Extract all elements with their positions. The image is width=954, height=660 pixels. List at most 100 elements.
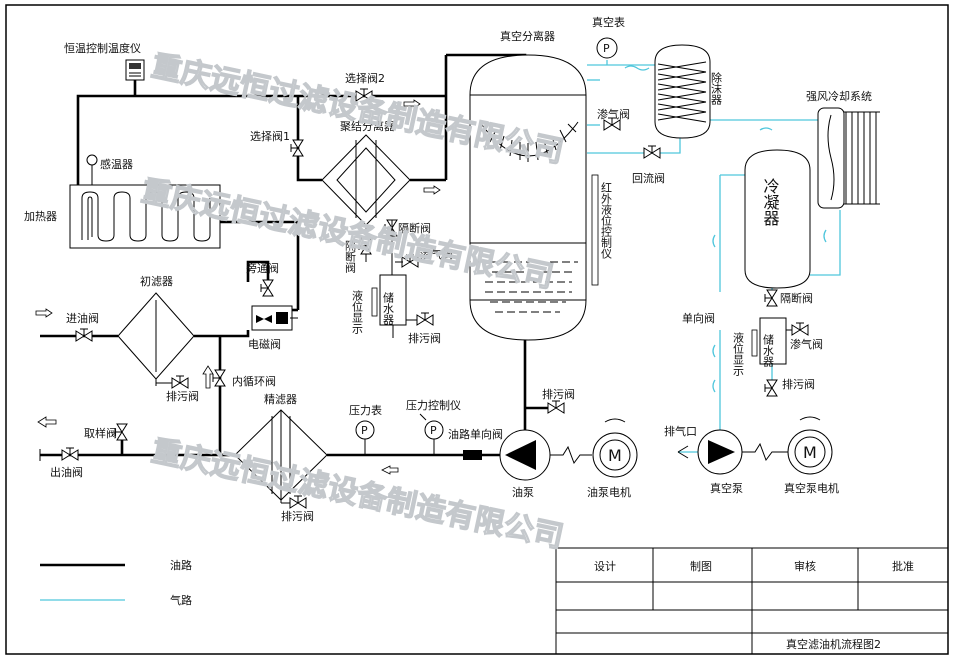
condenser-label: 冷凝器 — [761, 178, 780, 226]
oil-check-valve-label: 油路单向阀 — [448, 427, 503, 441]
drain-valve-pre-icon[interactable] — [171, 375, 189, 389]
isolation-valve-left-label: 隔断阀 — [344, 240, 357, 274]
fine-filter-label: 精滤器 — [264, 393, 297, 406]
title-block-review: 审核 — [794, 559, 816, 573]
oil-lines — [40, 53, 548, 457]
inlet-valve-icon[interactable] — [75, 328, 93, 342]
solenoid-valve-label: 电磁阀 — [248, 337, 281, 351]
oil-pump-motor-symbol: M — [608, 446, 622, 465]
oil-pump-motor-icon: M — [592, 418, 638, 478]
isolation-valve-cond-icon[interactable] — [764, 289, 778, 307]
water-tank-left-label: 储水器 — [382, 291, 395, 326]
thermo-controller-label: 恒温控制温度仪 — [64, 41, 141, 55]
condensing-separator-label: 聚结分离器 — [340, 119, 395, 133]
vacuum-pump-motor-icon: M — [787, 416, 833, 475]
fan-cooling-icon — [817, 107, 880, 209]
vacuum-pump-motor-label: 真空泵电机 — [784, 481, 839, 495]
inlet-valve-label: 进油阀 — [66, 311, 99, 325]
heater-label: 加热器 — [24, 210, 57, 223]
check-valve-label: 单向阀 — [682, 311, 715, 325]
flow-arrow-icon — [423, 185, 441, 195]
select-valve-1-icon[interactable] — [290, 139, 304, 157]
return-valve-label: 回流阀 — [632, 171, 665, 185]
solenoid-valve-icon[interactable] — [251, 305, 298, 331]
drain-valve-cond-icon[interactable] — [764, 379, 778, 397]
isolation-valve-cond-label: 隔断阀 — [780, 291, 813, 305]
circulation-valve-label: 内循环阀 — [232, 374, 276, 388]
drain-valve-tank-label: 排污阀 — [408, 331, 441, 345]
water-tank-left-icon — [371, 274, 407, 338]
title-block-design: 设计 — [594, 560, 616, 573]
gas-lines — [587, 60, 841, 453]
bypass-valve-label: 旁通阀 — [246, 261, 279, 275]
drawing-title: 真空滤油机流程图2 — [786, 637, 881, 651]
level-display-right-label: 液位显示 — [732, 331, 745, 376]
seep-valve-mid-label: 渗气阀 — [420, 247, 453, 261]
oil-pump-label: 油泵 — [512, 485, 534, 499]
select-valve-1-label: 选择阀1 — [250, 129, 290, 143]
temp-sensor-icon — [86, 154, 98, 185]
circulation-valve-icon[interactable] — [212, 369, 226, 387]
circulation-arrow-icon — [202, 365, 214, 389]
return-valve-icon[interactable] — [643, 145, 661, 159]
vacuum-gauge-icon: P — [596, 37, 618, 59]
heater-icon — [69, 184, 221, 249]
vacuum-separator-label: 真空分离器 — [500, 29, 555, 43]
legend-oil-label: 油路 — [170, 558, 192, 572]
drain-valve-pre-label: 排污阀 — [166, 389, 199, 403]
pressure-controller-label: 压力控制仪 — [406, 398, 461, 412]
vacuum-separator-icon — [469, 54, 599, 341]
outlet-arrow-icon — [37, 416, 57, 428]
oil-pump-motor-label: 油泵电机 — [587, 485, 631, 499]
water-tank-right-label: 储水器 — [762, 333, 775, 368]
drain-valve-tank-icon[interactable] — [416, 312, 434, 326]
title-block-drawing: 制图 — [690, 560, 712, 573]
condenser-icon — [744, 149, 811, 289]
ir-level-label: 红外液位控制仪 — [600, 182, 613, 259]
vacuum-gauge-symbol: P — [603, 42, 610, 55]
drain-valve-cond-label: 排污阀 — [782, 377, 815, 391]
legend-gas-label: 气路 — [170, 593, 192, 607]
flow-arrow-icon — [381, 465, 399, 475]
drain-valve-pump-icon[interactable] — [547, 400, 565, 414]
oil-check-valve-icon[interactable] — [463, 450, 482, 460]
defoamer-label: 除沫器 — [710, 71, 723, 106]
pressure-gauge-label: 压力表 — [349, 403, 382, 417]
outlet-valve-icon[interactable] — [61, 447, 79, 461]
vacuum-pump-icon[interactable] — [697, 429, 743, 475]
vacuum-gauge-label: 真空表 — [592, 15, 625, 29]
oil-pump-icon[interactable] — [499, 429, 551, 481]
condensing-separator-icon — [321, 134, 411, 262]
inlet-arrow-icon — [35, 308, 53, 318]
exhaust-arrow-icon — [677, 445, 689, 459]
drain-valve-pump-label: 排污阀 — [542, 387, 575, 401]
pressure-gauge-icon: P — [355, 420, 375, 455]
sampling-valve-label: 取样阀 — [84, 426, 117, 440]
select-valve-2-label: 选择阀2 — [345, 71, 385, 85]
pre-filter-icon — [117, 292, 195, 386]
legend: 油路 气路 — [40, 558, 192, 607]
drain-valve-fine-label: 排污阀 — [281, 509, 314, 523]
level-display-left-label: 液位显示 — [351, 289, 364, 334]
seep-valve-top-label: 渗气阀 — [597, 107, 630, 121]
pressure-controller-symbol: P — [430, 424, 437, 437]
pressure-gauge-symbol: P — [361, 424, 368, 437]
title-block-approve: 批准 — [892, 559, 914, 573]
vacuum-pump-motor-symbol: M — [803, 443, 817, 462]
temp-sensor-label: 感温器 — [100, 158, 133, 171]
fine-filter-icon — [234, 409, 328, 503]
title-block: 设计 制图 审核 批准 真空滤油机流程图2 — [555, 547, 949, 655]
bypass-valve-icon[interactable] — [260, 279, 274, 297]
isolation-valve-right-label: 隔断阀 — [398, 221, 431, 235]
water-tank-right-icon — [751, 317, 787, 365]
seep-valve-cond-label: 渗气阀 — [790, 337, 823, 351]
thermo-controller-icon — [125, 59, 145, 81]
exhaust-label: 排气口 — [664, 424, 697, 438]
fan-cooling-label: 强风冷却系统 — [806, 90, 872, 103]
seep-valve-cond-icon[interactable] — [791, 322, 809, 336]
defoamer-icon — [654, 44, 711, 139]
outlet-valve-label: 出油阀 — [50, 465, 83, 479]
vacuum-pump-label: 真空泵 — [710, 481, 743, 495]
pressure-controller-icon: P — [419, 413, 444, 455]
